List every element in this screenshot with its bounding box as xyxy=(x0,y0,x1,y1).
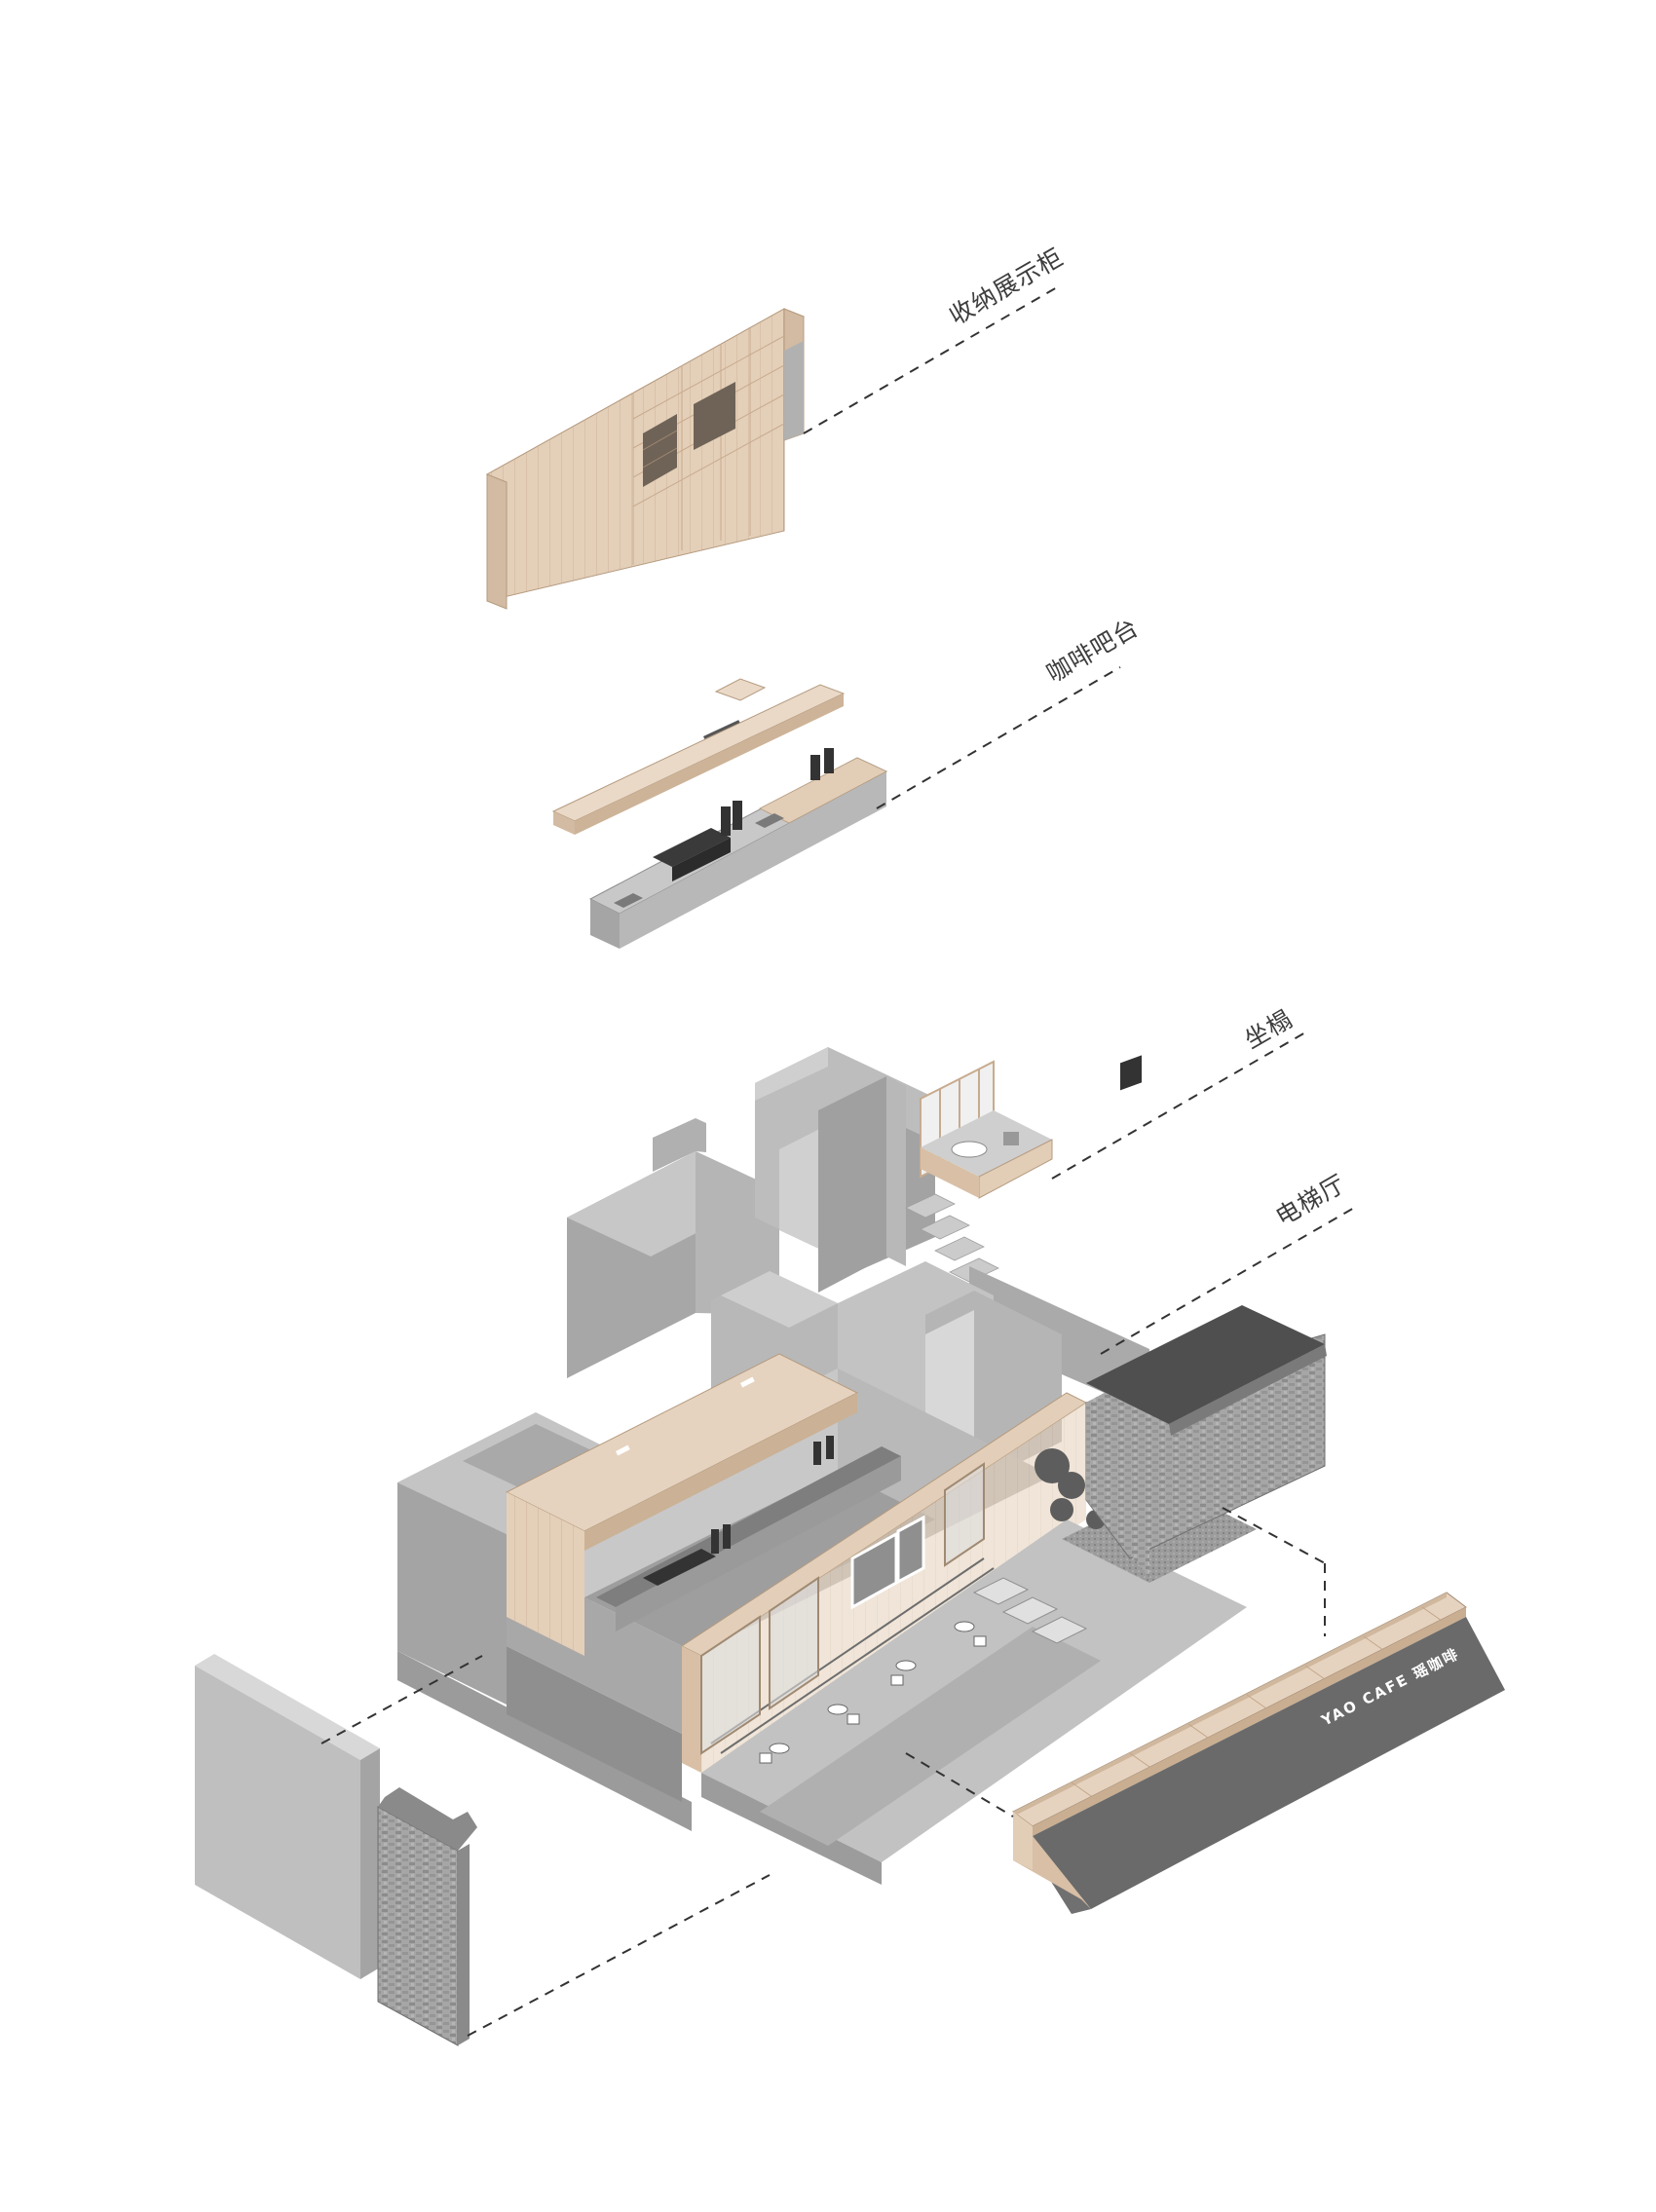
leader-lines xyxy=(320,286,1355,2037)
stepping-stones xyxy=(972,1577,1088,1644)
storage-display-cabinet xyxy=(485,308,806,610)
cabinet-shelf-lines xyxy=(642,430,678,469)
seating-platform xyxy=(920,1060,1053,1199)
glass-doors xyxy=(700,1462,985,1755)
display-window xyxy=(850,1515,925,1610)
exploded-roof: YAO CAFE 瑶咖啡 xyxy=(1012,1592,1505,1914)
grinder xyxy=(810,748,834,780)
exploded-brick-facade xyxy=(377,1787,477,2046)
main-building xyxy=(397,1047,1327,1885)
espresso-machine-installed xyxy=(643,1524,731,1586)
exploded-wall-panel xyxy=(195,1654,380,1979)
espresso-machine xyxy=(653,801,742,881)
roof-rafter-lines xyxy=(1071,1606,1443,1797)
plants xyxy=(1035,1448,1106,1529)
coffee-bar-exploded xyxy=(551,678,888,949)
outdoor-seating xyxy=(759,1621,987,1764)
